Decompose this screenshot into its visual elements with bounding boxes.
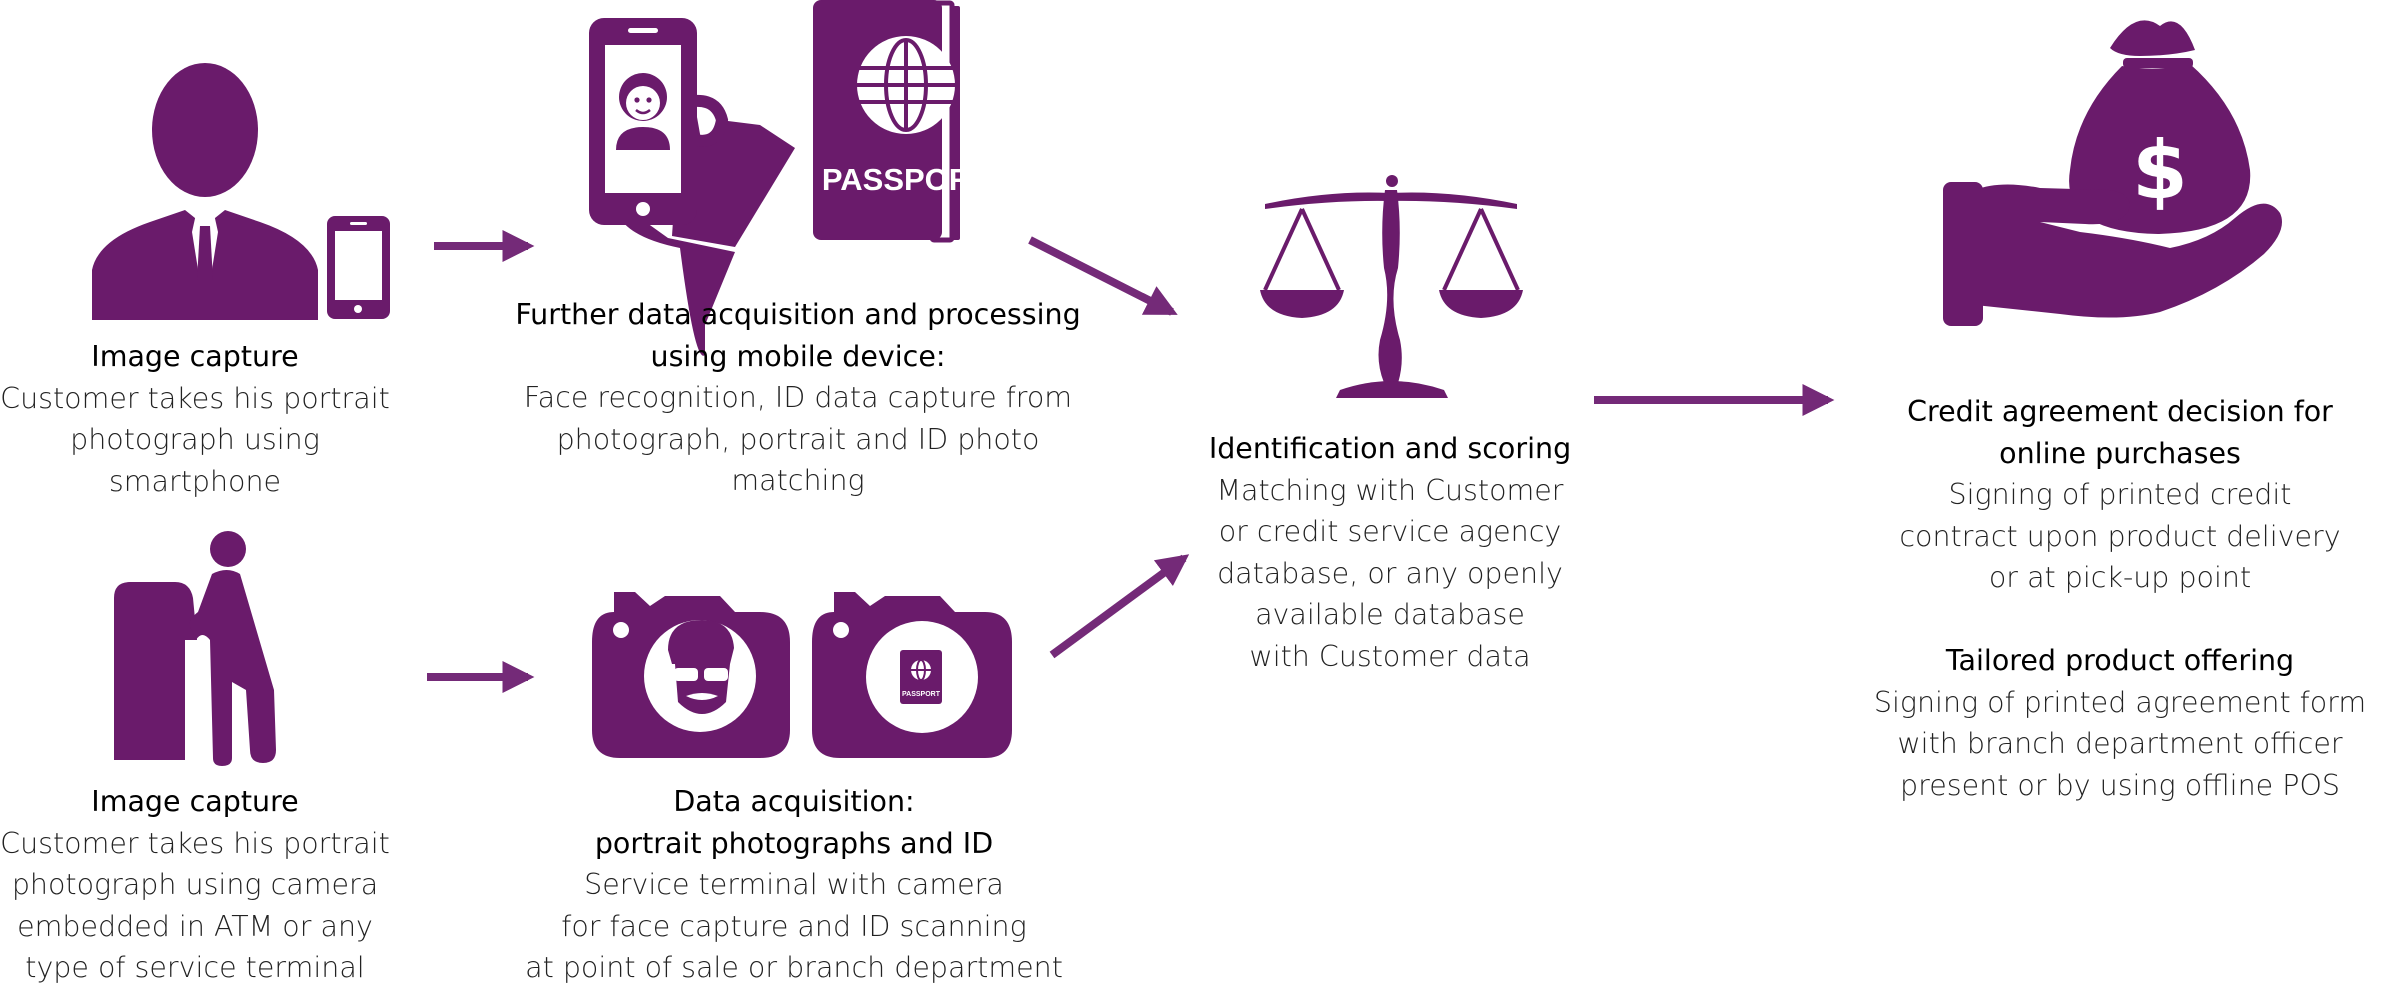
step-line: Service terminal with camera [584,868,1004,901]
hand-holding-phone-icon [589,18,795,356]
step-line: for face capture and ID scanning [561,909,1027,943]
step-line: or credit service agency [1218,515,1562,548]
passport-label: PASSPORT [822,162,990,197]
step-line: database, or any openly [1217,556,1563,590]
step-terminal-acquisition: Data acquisition: portrait photographs a… [494,781,1094,989]
step-image-capture-atm: Image capture Customer takes his portrai… [0,781,390,989]
arrow-mobile-to-identification [1028,236,1178,316]
step-line: type of service terminal [25,951,365,984]
step-line: present or by using offline POS [1900,768,2340,802]
atm-user-icon [114,531,276,766]
step-title: Credit agreement decision for [1907,395,2333,428]
businessman-icon [92,63,318,320]
smartphone-icon [327,216,390,319]
step-line: Customer takes his portrait [0,381,390,415]
step-line: Customer takes his portrait [0,826,390,860]
small-passport-label: PASSPORT [902,691,941,698]
step-title: Further data acquisition and processing [515,298,1081,331]
step-line: contract upon product delivery [1899,519,2341,553]
step-title: portrait photographs and ID [594,826,994,860]
step-line: Matching with Customer [1216,473,1564,507]
scales-icon [1260,175,1523,398]
step-image-capture-phone: Image capture Customer takes his portrai… [0,336,390,502]
step-line: Signing of printed agreement form [1873,685,2367,719]
step-line: at point of sale or branch department [525,951,1063,984]
step-tailored-offering: Tailored product offering Signing of pri… [1860,640,2380,806]
step-title: Tailored product offering [1945,644,2295,677]
step-credit-decision: Credit agreement decision for online pur… [1860,391,2380,599]
passport-icon: PASSPORT [813,0,990,243]
step-title: Identification and scoring [1208,432,1572,465]
step-title: Image capture [91,785,299,818]
step-line: available database [1255,598,1525,631]
step-line: or at pick-up point [1988,561,2252,594]
step-line: photograph, portrait and ID photo [556,422,1040,456]
step-line: Signing of printed credit [1948,478,2292,511]
step-line: smartphone [108,464,282,498]
step-identification: Identification and scoring Matching with… [1180,428,1600,677]
step-title: online purchases [1999,436,2241,470]
step-title: using mobile device: [650,339,946,373]
dollar-icon: $ [2132,124,2188,217]
step-line: embedded in ATM or any [17,909,373,943]
camera-face-icon [592,592,790,758]
step-title: Data acquisition: [673,785,915,818]
step-title: Image capture [91,340,299,373]
step-line: with branch department officer [1897,727,2343,760]
hand-money-bag-icon: $ [1943,20,2282,326]
step-mobile-processing: Further data acquisition and processing … [498,294,1098,502]
step-line: Face recognition, ID data capture from [523,381,1073,414]
arrows [427,230,1835,693]
step-line: matching [731,464,865,497]
step-line: photograph using camera [11,868,379,901]
arrow-terminal-to-identification [1049,554,1190,659]
step-line: with Customer data [1249,639,1531,673]
camera-passport-icon: PASSPORT [812,592,1012,758]
step-line: photograph using [70,423,320,456]
